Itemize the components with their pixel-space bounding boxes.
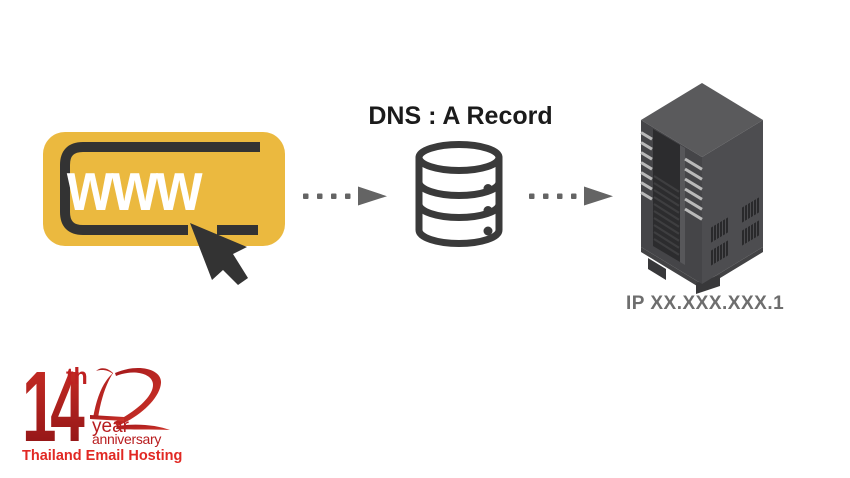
database-outline [415, 141, 503, 248]
logo-anniversary-label: anniversary [92, 431, 161, 447]
server-ip-label: IP XX.XXX.XXX.1 [626, 293, 785, 314]
dns-record-title: DNS : A Record [368, 102, 553, 130]
logo-year-label: year [92, 416, 130, 437]
server-rack-grill [653, 175, 680, 256]
www-label: www [66, 146, 203, 225]
anniversary-logo: 14 th year anniversary Thailand Email Ho… [22, 360, 182, 464]
server-rack-door-edge [680, 145, 685, 265]
server-tower-icon [640, 83, 763, 294]
arrow-head [358, 186, 387, 206]
arrow-dots [303, 193, 351, 199]
arrow-dots [529, 193, 577, 199]
server-feet [648, 258, 720, 294]
server-vents [711, 197, 759, 266]
www-browser-icon: www [43, 132, 285, 285]
arrow-head [584, 186, 613, 206]
database-dots [483, 184, 493, 236]
logo-swoosh [90, 368, 170, 430]
server-right-face [702, 120, 763, 284]
server-stripes-left [640, 131, 653, 201]
mouse-cursor-icon [190, 223, 248, 285]
logo-ordinal: th [66, 363, 88, 389]
www-button-outline [60, 142, 260, 235]
database-icon [415, 141, 503, 248]
www-button-background [43, 132, 285, 246]
server-stripes-front [684, 157, 703, 221]
logo-tagline: Thailand Email Hosting [22, 448, 182, 464]
dotted-arrow-icon-1 [303, 186, 387, 206]
dotted-arrow-icon-2 [529, 186, 613, 206]
